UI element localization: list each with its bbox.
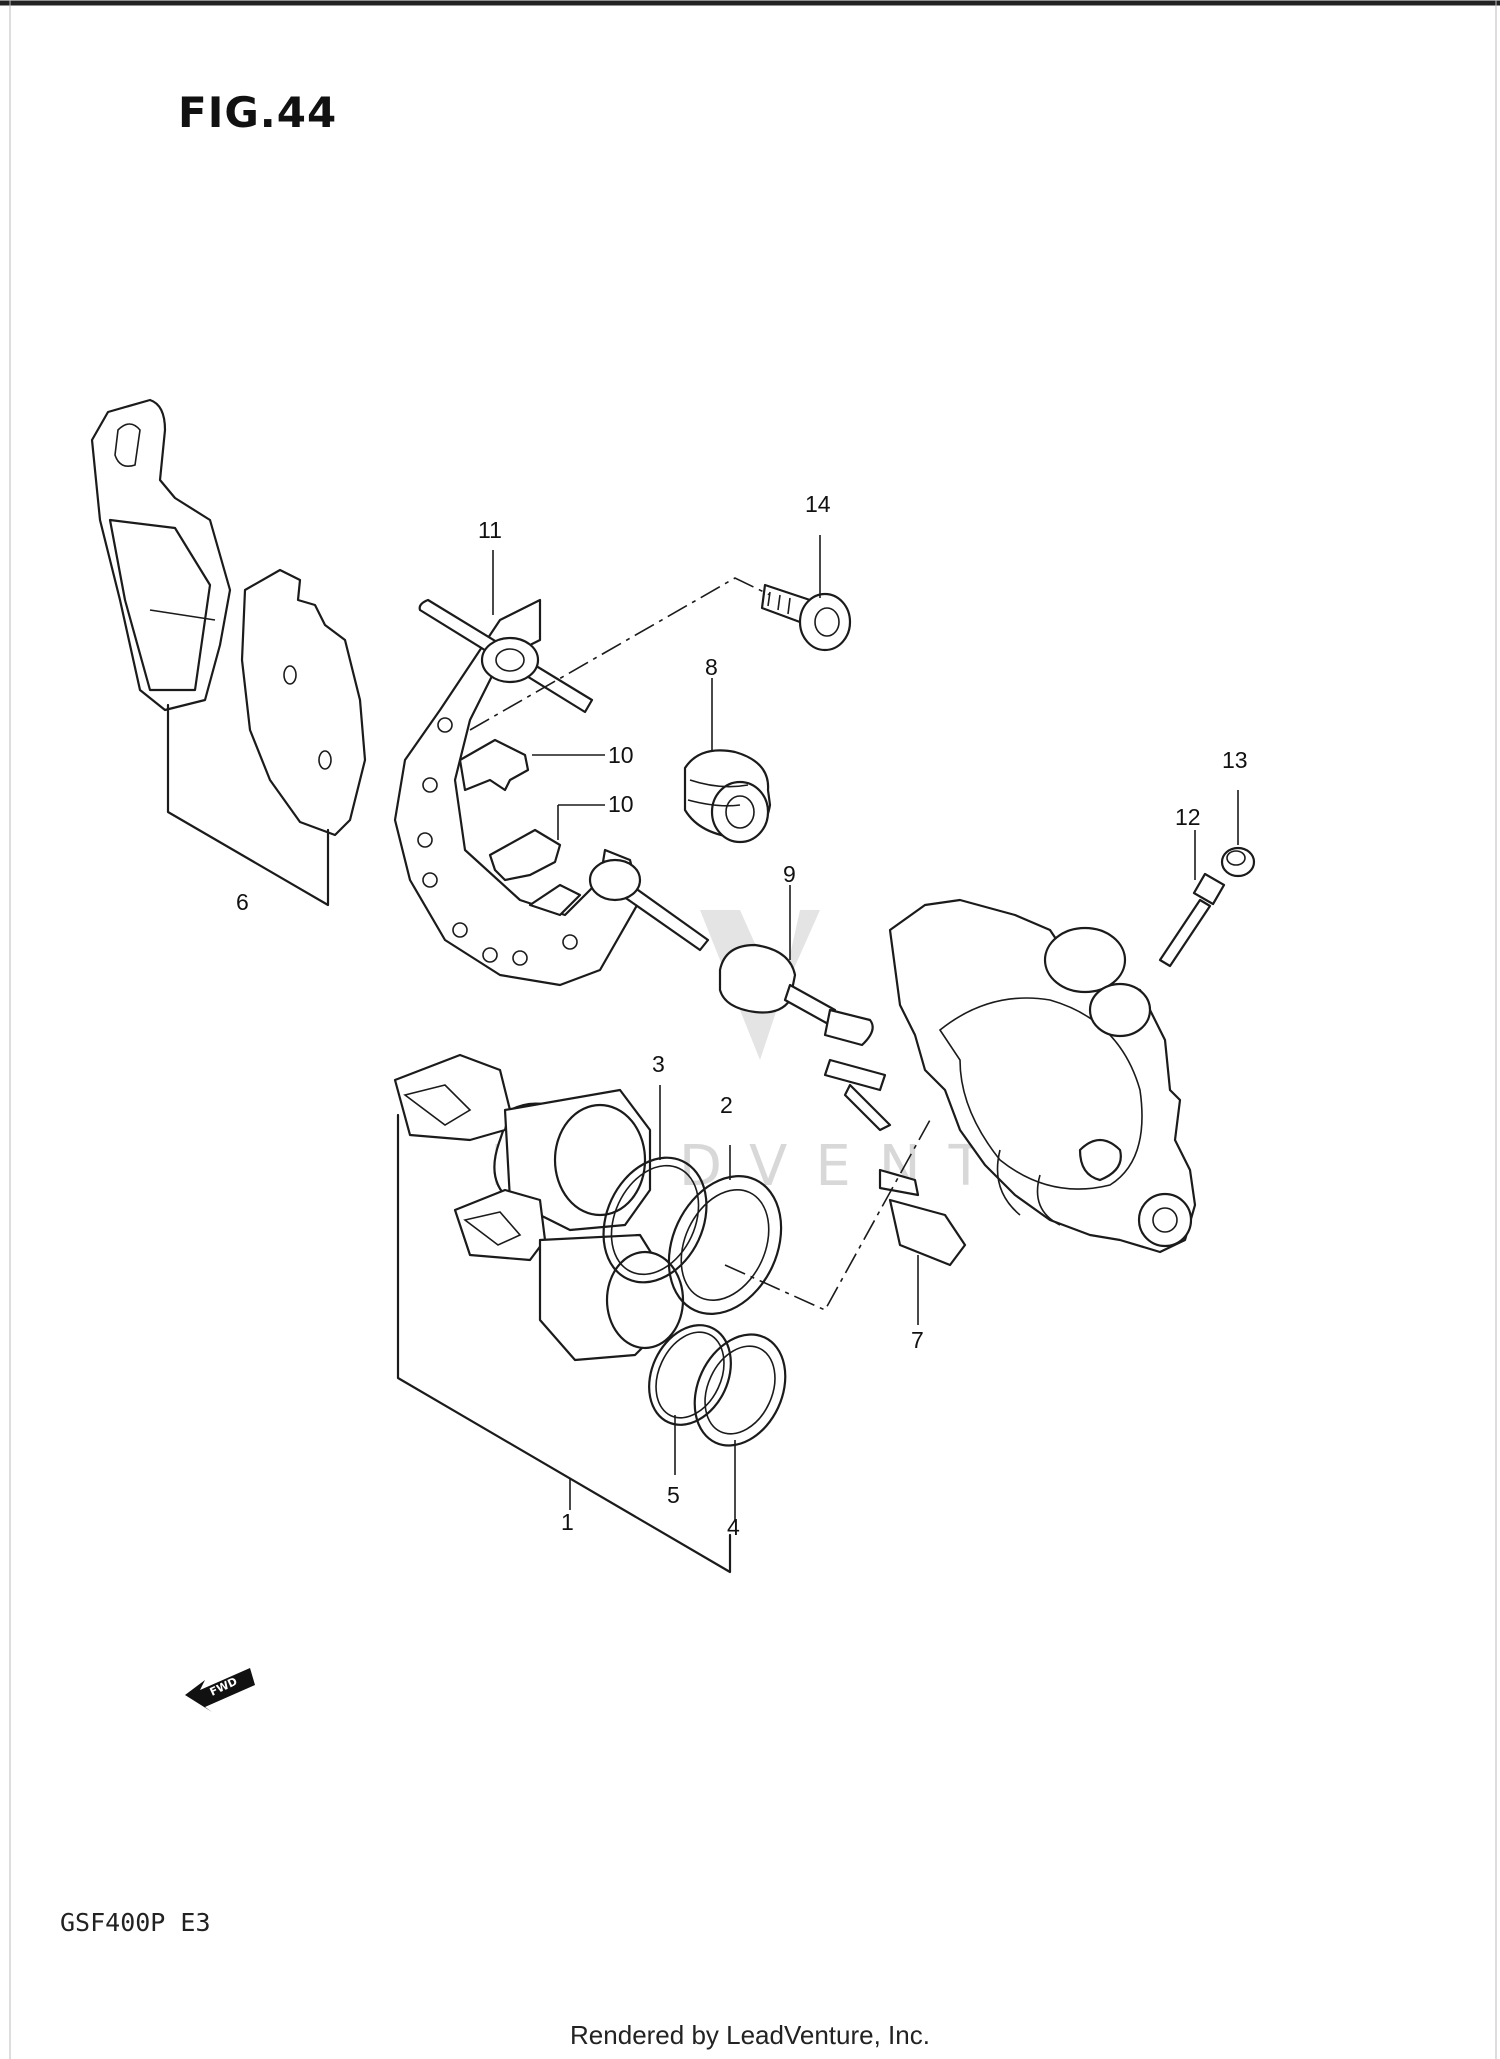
callout-8: 8 [705, 654, 718, 680]
callout-10-lower: 10 [608, 791, 634, 817]
caliper-bracket [393, 598, 710, 987]
brake-pad-set [90, 398, 367, 907]
callout-7: 7 [911, 1327, 924, 1353]
dust-seal-large [667, 1175, 783, 1315]
piston-seal-small [648, 1324, 732, 1426]
callout-3: 3 [652, 1051, 665, 1077]
callout-9: 9 [783, 861, 796, 887]
render-credit: Rendered by LeadVenture, Inc. [570, 2020, 930, 2050]
callout-10-upper: 10 [608, 742, 634, 768]
callout-6: 6 [236, 889, 249, 915]
boot-upper [683, 749, 772, 844]
leader-lines [469, 535, 1239, 1520]
callout-4: 4 [727, 1514, 740, 1540]
figure-title: FIG.44 [178, 88, 338, 137]
callout-labels: 1 2 3 4 5 6 7 8 9 10 10 11 12 13 14 [236, 491, 1248, 1540]
pad-spring-upper [458, 738, 530, 792]
bleeder-valve [1158, 872, 1226, 968]
callout-2: 2 [720, 1092, 733, 1118]
callout-12: 12 [1175, 804, 1201, 830]
forward-arrow-icon: FWD [185, 1668, 255, 1712]
bracket-bolt [760, 583, 852, 652]
piston-seal-large [602, 1156, 708, 1284]
callout-1: 1 [561, 1509, 574, 1535]
callout-13: 13 [1222, 747, 1248, 773]
callout-14: 14 [805, 491, 831, 517]
pad-spring-lower [488, 828, 582, 917]
bleeder-cap [1220, 846, 1256, 878]
callout-5: 5 [667, 1482, 680, 1508]
dust-seal-small [693, 1333, 787, 1447]
caliper-body [888, 898, 1197, 1254]
piston-large [393, 1053, 652, 1232]
boot-with-pin [718, 943, 874, 1047]
model-code: GSF400P E3 [60, 1908, 211, 1937]
group-bracket-1 [396, 1113, 732, 1574]
callout-11: 11 [478, 517, 502, 543]
pad-retainer [823, 1058, 967, 1267]
